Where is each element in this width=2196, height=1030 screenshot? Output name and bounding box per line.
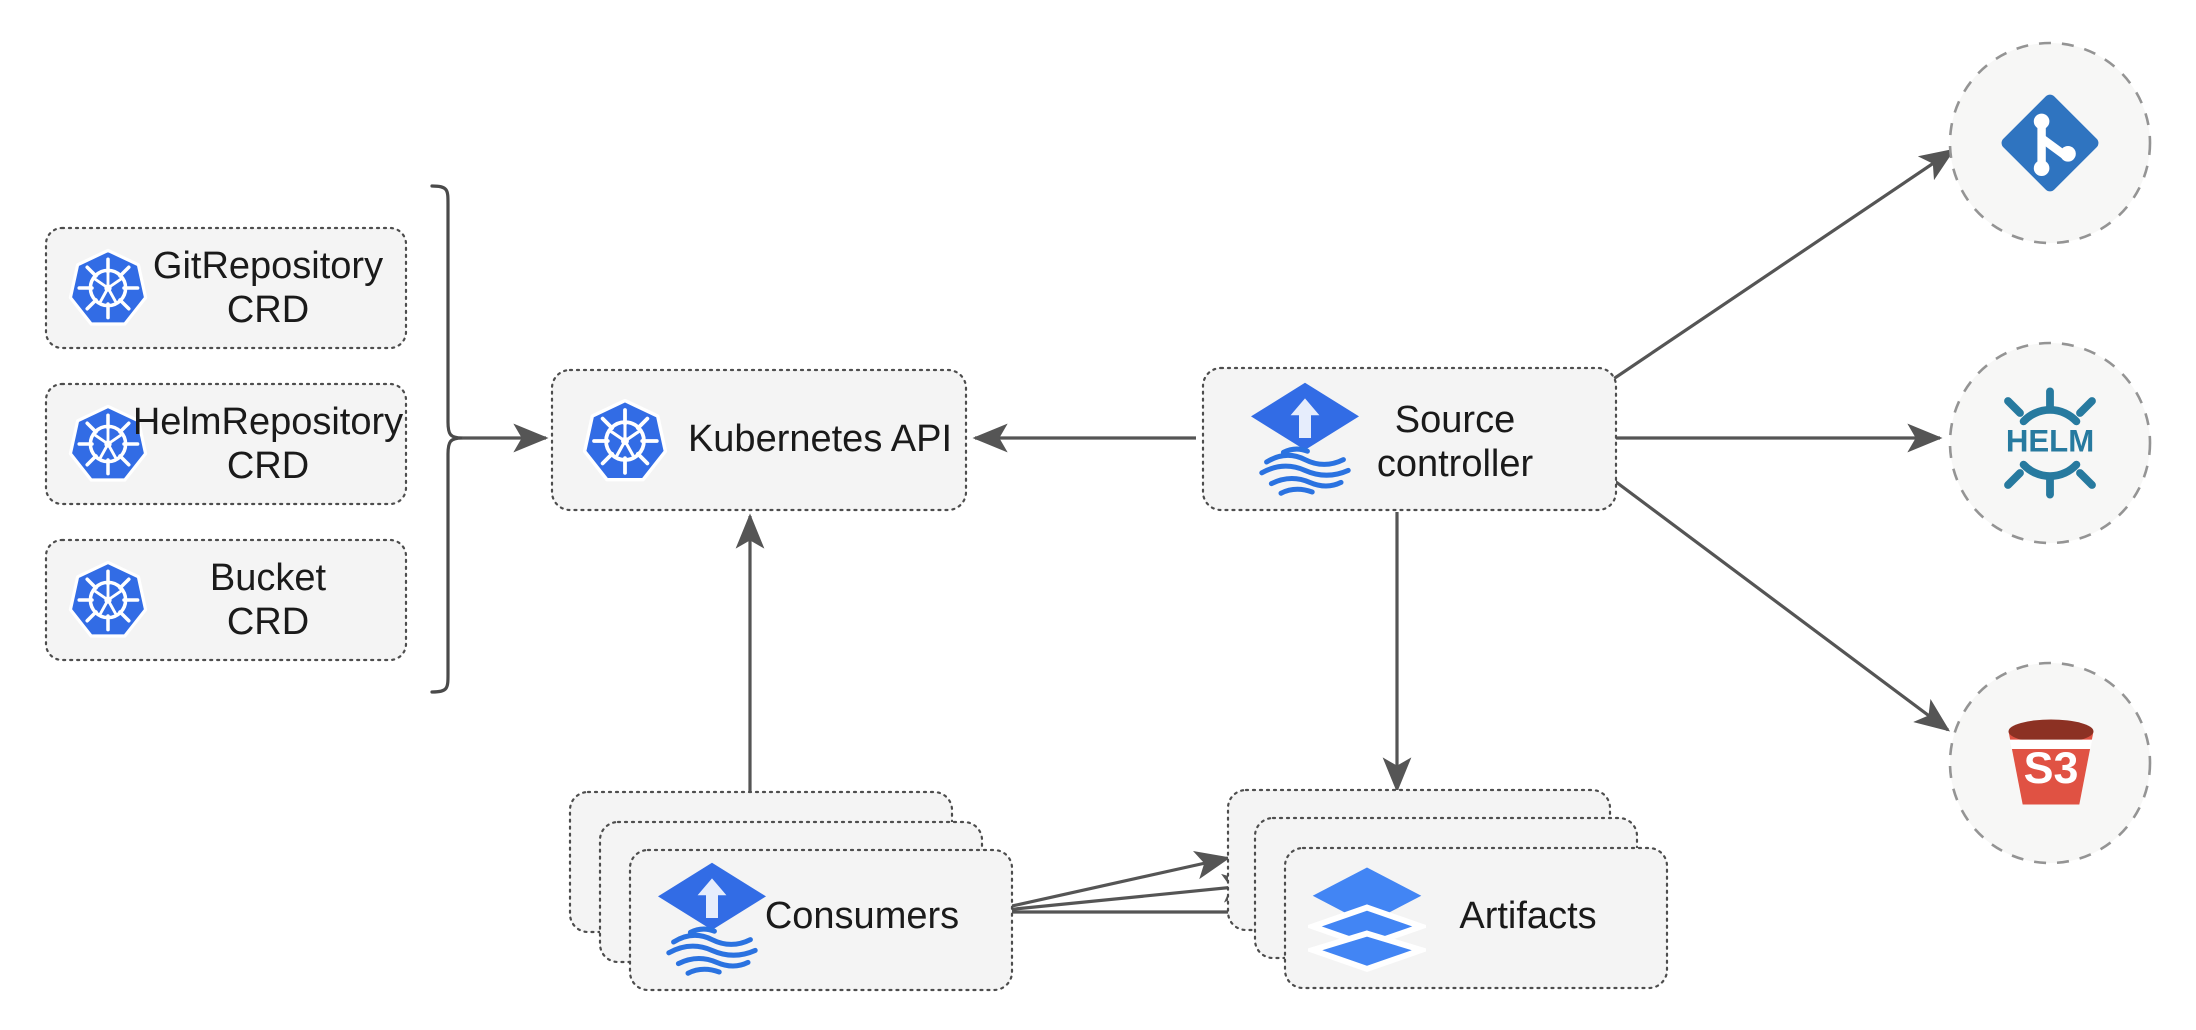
bucket-crd-box[interactable] [44,538,408,662]
node-kubernetes-api[interactable]: Kubernetes API [550,368,968,512]
s3-icon [2008,719,2094,805]
edge-consumers-to-artifacts-middle [984,873,1258,914]
helm-icon [2006,391,2094,494]
kubernetes-icon [582,398,668,482]
node-helm-source[interactable] [1948,341,2152,545]
crd-node-bucket[interactable]: Bucket CRD [44,538,408,662]
edge-source-controller-to-s3 [1599,468,1951,732]
node-git-source[interactable] [1948,41,2152,245]
node-source-controller[interactable]: Source controller [1201,366,1618,512]
bucket-crd-label-line2: CRD [227,601,309,643]
edge-consumers-to-artifacts-top [984,851,1231,914]
gitrepository-crd-box[interactable] [44,226,408,350]
kubernetes-icon [68,248,148,326]
artifacts-label: Artifacts [1459,895,1596,937]
gitrepository-crd-label-line2: CRD [227,289,309,331]
crd-node-gitrepository[interactable]: GitRepository CRD [44,226,408,350]
gitrepository-crd-label-line1: GitRepository [153,245,383,287]
helmrepository-crd-box[interactable] [44,382,408,506]
crd-group: GitRepository CRD HelmRepository CRD Buc… [44,226,408,662]
consumers-label: Consumers [765,895,959,937]
bucket-crd-label-line1: Bucket [210,557,327,599]
node-s3-source[interactable] [1948,661,2152,865]
kubernetes-icon [68,560,148,638]
helmrepository-crd-label-line2: CRD [227,445,309,487]
source-controller-label-line2: controller [1377,443,1534,485]
kubernetes-api-box[interactable] [550,368,968,512]
crd-group-brace [430,184,464,694]
kubernetes-api-label: Kubernetes API [688,418,952,460]
node-consumers[interactable]: Consumers [568,790,1014,992]
external-sources-group [1948,41,2152,865]
helmrepository-crd-label-line1: HelmRepository [133,401,403,443]
edge-source-controller-to-git [1599,148,1956,390]
source-controller-label-line1: Source [1395,399,1515,441]
crd-node-helmrepository[interactable]: HelmRepository CRD [44,382,408,506]
edge-layer [462,148,1956,927]
node-artifacts[interactable]: Artifacts [1226,788,1669,990]
